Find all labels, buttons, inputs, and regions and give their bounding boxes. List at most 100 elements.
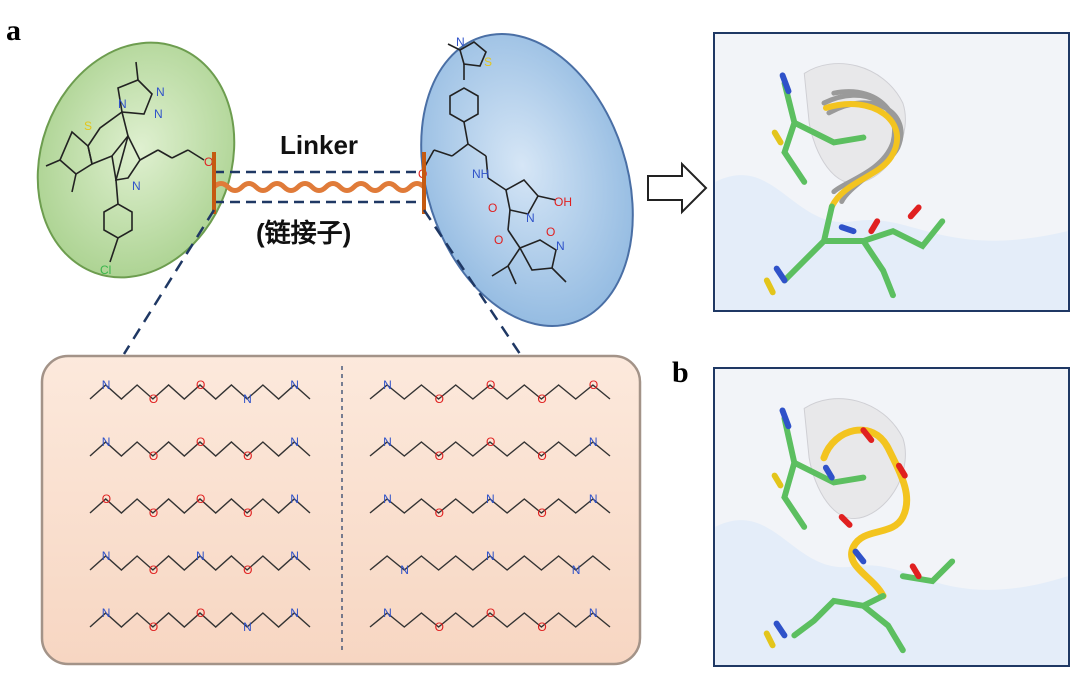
linker-chain (89, 612, 311, 628)
ligand-carbon (781, 80, 946, 299)
atom-label: O (149, 563, 158, 577)
linker-structure: N O O O N (369, 606, 611, 634)
atom-label: O (546, 225, 555, 239)
atom-label: O (196, 492, 205, 506)
linker-chain (369, 441, 611, 457)
atom-label: N (102, 435, 111, 449)
atom-label: O (435, 392, 444, 406)
protein-surface (715, 175, 1068, 310)
oxygen-atoms (838, 427, 922, 580)
nitrogen-atoms (773, 72, 857, 284)
linker-chain (369, 555, 611, 571)
linker-structure: O O O O N (89, 492, 311, 520)
linker-structure: N O O N N (89, 606, 311, 634)
atom-label: N (486, 549, 495, 563)
atom-label: N (102, 606, 111, 620)
ligand-carbon (781, 415, 956, 654)
linker-label-chinese: (链接子) (256, 218, 352, 248)
linker-label: Linker (280, 130, 359, 160)
atom-label: N (383, 492, 392, 506)
atom-label: N (290, 378, 299, 392)
atom-label: O (486, 435, 495, 449)
linker-graphic (212, 152, 426, 214)
atom-label: N (154, 107, 163, 121)
atom-label: O (435, 506, 444, 520)
atom-label: NH (472, 167, 489, 181)
linker-structure: N N N (369, 549, 611, 577)
nitrogen-atoms (773, 407, 867, 639)
atom-label: N (118, 97, 127, 111)
atom-label: O (149, 620, 158, 634)
atom-label: N (290, 606, 299, 620)
atom-label: OH (554, 195, 572, 209)
atom-label: O (149, 506, 158, 520)
atom-label: O (537, 620, 546, 634)
atom-label: O (486, 606, 495, 620)
atom-label: N (290, 435, 299, 449)
atom-label: N (383, 606, 392, 620)
atom-label: N (589, 492, 598, 506)
panel-label-a: a (6, 14, 21, 47)
zoom-guide-left (122, 209, 216, 355)
atom-label: N (486, 492, 495, 506)
panel-label-b: b (672, 356, 689, 389)
atom-label: N (102, 378, 111, 392)
linker-chain (369, 498, 611, 514)
atom-label: O (537, 449, 546, 463)
atom-label: S (84, 119, 92, 133)
atom-label: O (494, 233, 503, 247)
atom-label: O (204, 155, 213, 169)
right-ellipse (420, 33, 634, 327)
atom-label: Cl (100, 263, 111, 277)
atom-label: N (290, 492, 299, 506)
atom-label: O (102, 492, 111, 506)
left-ligand-structure (45, 61, 205, 263)
linker-highlight (822, 101, 900, 210)
atom-label: O (196, 606, 205, 620)
linker-chain (89, 498, 311, 514)
atom-label: O (435, 620, 444, 634)
protein-pocket (803, 398, 906, 520)
linker-chain (89, 555, 311, 571)
atom-label: N (556, 239, 565, 253)
atom-label: O (589, 378, 598, 392)
atom-label: O (488, 201, 497, 215)
atom-label: N (243, 392, 252, 406)
atom-label: N (383, 435, 392, 449)
vhl-ligand-right: N S O NH O N OH O N O (418, 33, 634, 327)
atom-label: N (572, 563, 581, 577)
linker-chain (89, 441, 311, 457)
atom-label: O (537, 392, 546, 406)
atom-label: N (400, 563, 409, 577)
atom-label: N (102, 549, 111, 563)
arrow-right-icon (647, 161, 708, 215)
sulfur-atoms (763, 129, 784, 296)
atom-label: O (243, 449, 252, 463)
linker-chain (369, 384, 611, 400)
atom-label: N (456, 35, 465, 49)
linker-wave (212, 181, 426, 193)
library-box (40, 354, 642, 666)
atom-label: N (132, 179, 141, 193)
atom-label: O (243, 563, 252, 577)
linker-structure: N O N O N (369, 492, 611, 520)
docking-render-a (715, 34, 1068, 310)
atom-label: O (537, 506, 546, 520)
atom-label: N (589, 606, 598, 620)
docking-render-b (715, 369, 1068, 665)
atom-label: N (526, 211, 535, 225)
atom-label: O (486, 378, 495, 392)
atom-label: N (243, 620, 252, 634)
right-ligand-structure (423, 41, 567, 285)
atom-label: S (484, 55, 492, 69)
zoom-guide-right (422, 209, 522, 355)
atom-label: O (243, 506, 252, 520)
atom-label: O (435, 449, 444, 463)
